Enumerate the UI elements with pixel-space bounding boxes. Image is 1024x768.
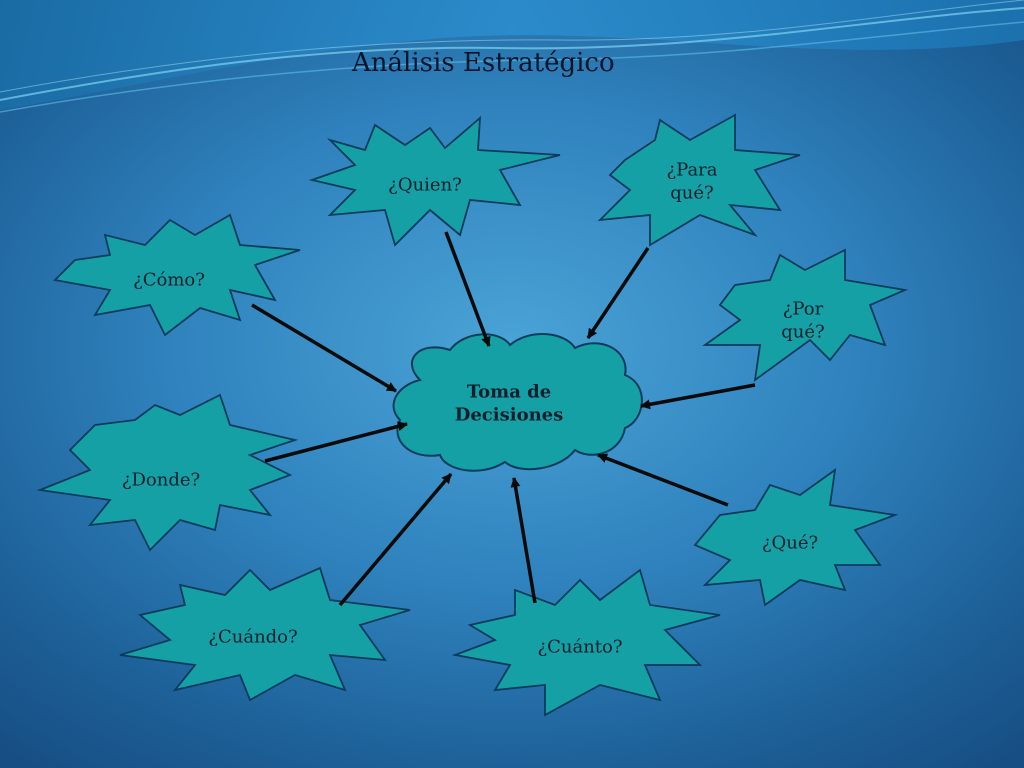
arrow-para-que — [586, 247, 650, 339]
node-label-por-que: ¿Por qué? — [781, 298, 825, 343]
node-label-como: ¿Cómo? — [133, 269, 205, 291]
slide-title: Análisis Estratégico — [352, 48, 615, 78]
starburst-para-que — [597, 113, 801, 247]
node-label-cuando: ¿Cuándo? — [208, 626, 298, 648]
center-node-label: Toma de Decisiones — [454, 381, 564, 426]
arrow-que — [597, 453, 729, 507]
starburst-quien — [308, 115, 561, 247]
starburst-que — [693, 468, 899, 607]
starburst-por-que — [702, 248, 909, 382]
node-label-para-que: ¿Para qué? — [666, 159, 718, 204]
arrow-cuanto — [510, 477, 537, 604]
connector-arrows — [251, 231, 756, 607]
decision-cloud — [392, 332, 643, 472]
starburst-donde — [36, 393, 299, 552]
starburst-cuando — [119, 566, 411, 702]
arrow-donde — [264, 421, 408, 463]
starburst-cuanto — [451, 568, 721, 717]
starburst-como — [53, 213, 301, 337]
arrow-por-que — [640, 383, 756, 410]
node-label-quien: ¿Quien? — [388, 174, 462, 196]
arrow-quien — [444, 231, 491, 347]
node-label-donde: ¿Donde? — [121, 469, 201, 491]
node-label-que: ¿Qué? — [761, 532, 819, 554]
node-label-cuanto: ¿Cuánto? — [537, 636, 623, 658]
arrow-cuando — [338, 472, 453, 607]
arrow-como — [251, 303, 397, 393]
